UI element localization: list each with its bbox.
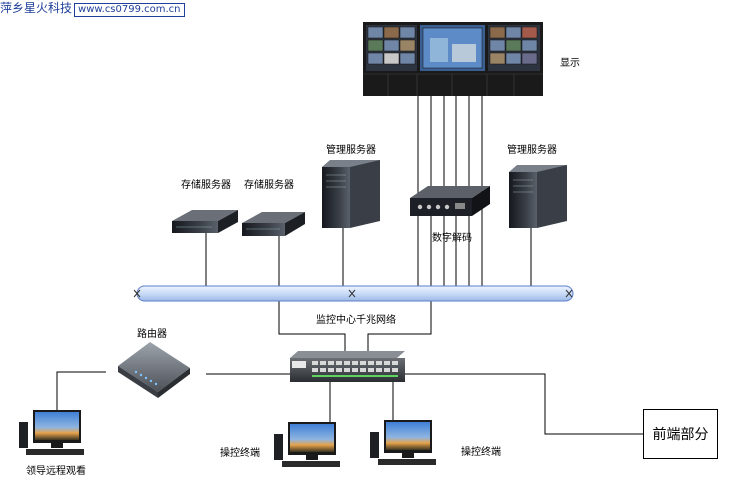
- management-server-left: [322, 160, 380, 228]
- bus-to-switch-left: [278, 301, 346, 351]
- label-network: 监控中心千兆网络: [316, 315, 396, 326]
- label-operator-terminal-2: 操控终端: [461, 447, 501, 458]
- storage-server-1: [172, 210, 238, 233]
- leader-pc: [19, 410, 84, 455]
- label-mgmt-server-left: 管理服务器: [326, 145, 376, 156]
- frontend-box: 前端部分: [643, 409, 718, 459]
- operator-pc-1: [274, 422, 340, 467]
- label-storage-server-1: 存储服务器: [181, 180, 231, 191]
- storage-server-2: [242, 212, 305, 236]
- label-router: 路由器: [137, 329, 167, 340]
- watermark-site-name: 萍乡星火科技: [0, 1, 73, 15]
- label-operator-terminal-1: 操控终端: [220, 448, 260, 459]
- switch-to-frontend: [405, 373, 643, 435]
- label-frontend: 前端部分: [652, 427, 709, 443]
- label-leader-remote-view: 领导远程观看: [26, 466, 86, 477]
- management-server-right: [509, 165, 567, 228]
- network-switch: [290, 351, 405, 382]
- connection-lines: [56, 96, 643, 435]
- router-device: [118, 342, 190, 398]
- label-display: 显示: [560, 58, 580, 69]
- label-digital-decoder: 数字解码: [432, 233, 472, 244]
- label-storage-server-2: 存储服务器: [244, 180, 294, 191]
- router-to-leader-pc: [56, 371, 106, 410]
- operator-pc-2: [370, 420, 436, 465]
- watermark-url: www.cs0799.com.cn: [74, 3, 185, 17]
- gigabit-network-bus: [133, 285, 574, 302]
- wall-monitor-tiles: [367, 26, 538, 65]
- label-mgmt-server-right: 管理服务器: [507, 145, 557, 156]
- video-wall: [363, 22, 543, 96]
- digital-decoder-device: [410, 186, 490, 216]
- bus-to-switch-right: [367, 301, 432, 351]
